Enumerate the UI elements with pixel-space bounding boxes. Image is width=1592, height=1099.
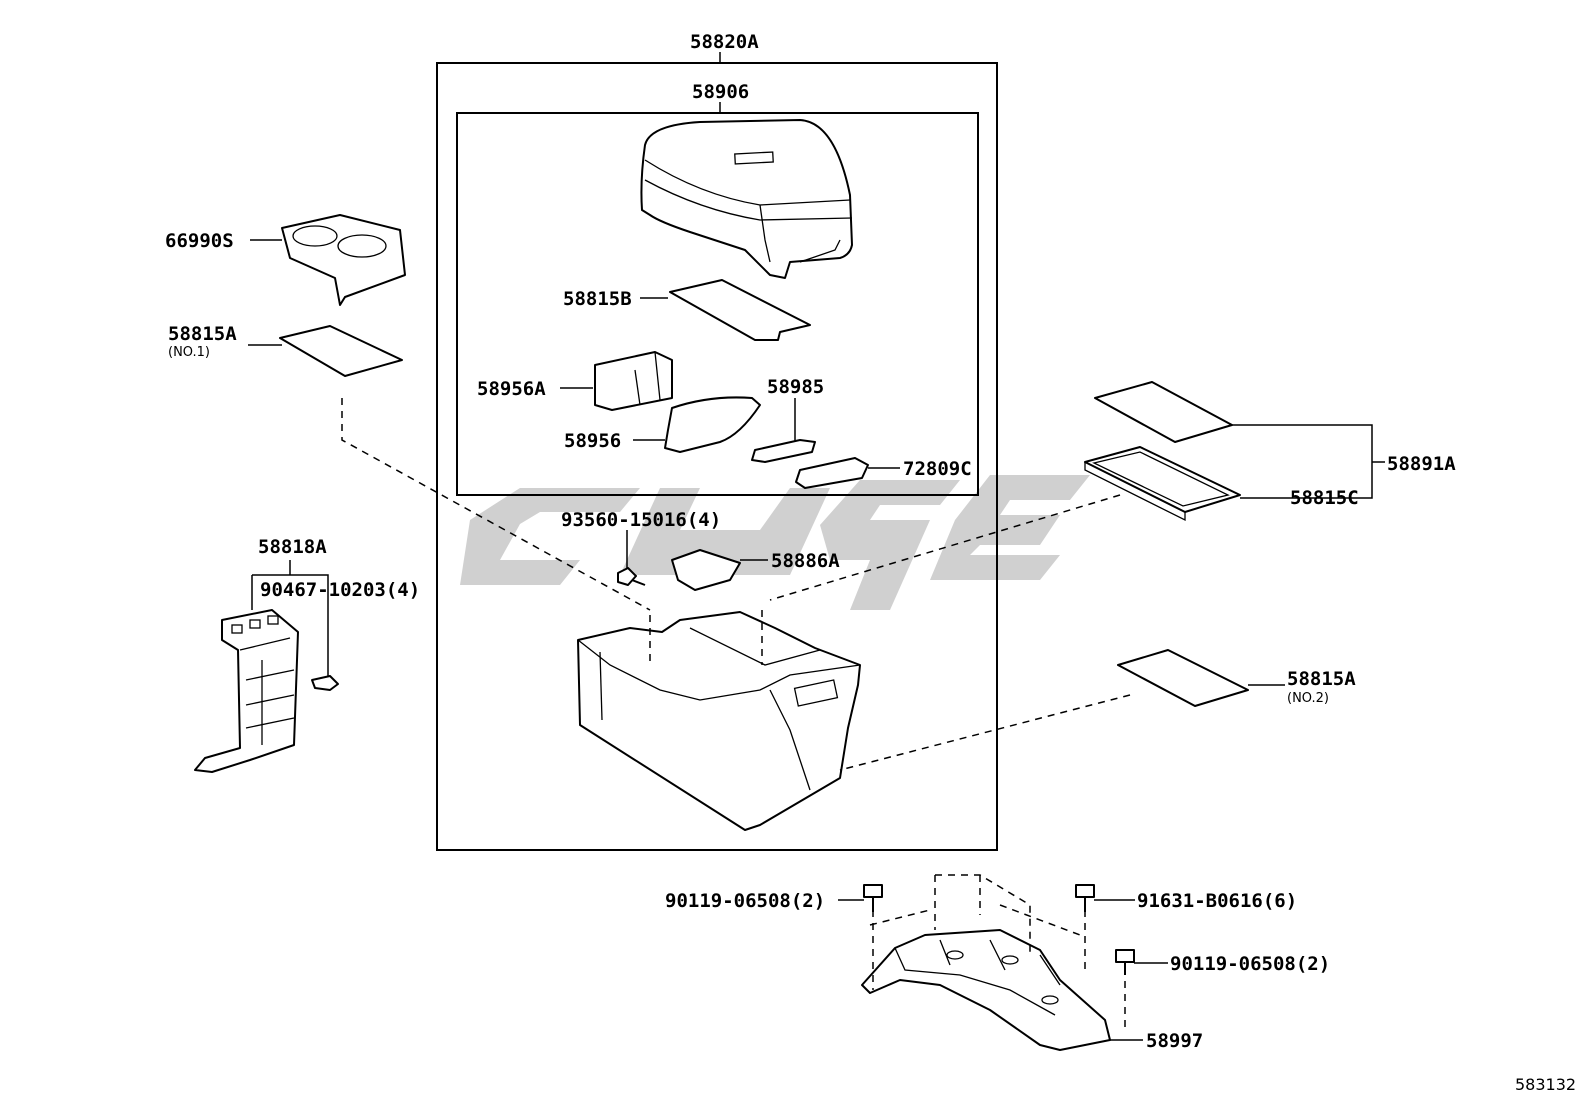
label-66990S: 66990S [165, 230, 234, 252]
assembly-box-58906 [456, 112, 979, 496]
bracket-58818A [194, 609, 299, 773]
label-58815A-no2-note: (NO.2) [1287, 691, 1329, 706]
label-90467-10203: 90467-10203(4) [260, 579, 420, 601]
mat-58815B [669, 279, 811, 341]
label-58815A-no1: 58815A [168, 323, 237, 345]
label-58891A: 58891A [1387, 453, 1456, 475]
label-90119-06508-right: 90119-06508(2) [1170, 953, 1330, 975]
console-body [577, 611, 861, 831]
bolt-91631 [1075, 884, 1095, 912]
label-90119-06508-left: 90119-06508(2) [665, 890, 825, 912]
label-58886A: 58886A [771, 550, 840, 572]
assembly-box-58820A [436, 62, 998, 851]
label-58997: 58997 [1146, 1030, 1203, 1052]
label-58820A: 58820A [690, 31, 759, 53]
tray-58891A [1094, 381, 1233, 443]
label-58818A: 58818A [258, 536, 327, 558]
watermark-logo [460, 475, 1090, 610]
tray-58815C [1084, 446, 1241, 522]
bolt-90119-right [1115, 949, 1135, 975]
screw-93560 [617, 567, 646, 586]
label-58815B: 58815B [563, 288, 632, 310]
mat-58815A-no2 [1117, 649, 1249, 707]
label-58815A-no2: 58815A [1287, 668, 1356, 690]
label-58956A: 58956A [477, 378, 546, 400]
bolt-90119-left [863, 884, 883, 912]
box-58886A [671, 549, 741, 591]
diagram-code: 583132 [1515, 1075, 1576, 1094]
knob-72809C [795, 457, 869, 489]
label-58815A-no1-note: (NO.1) [168, 345, 210, 360]
label-58815C: 58815C [1290, 487, 1359, 509]
cup-holder-66990S [281, 214, 406, 306]
pad-58956 [664, 396, 761, 453]
label-72809C: 72809C [903, 458, 972, 480]
clip-90467 [311, 675, 339, 691]
label-91631-B0616: 91631-B0616(6) [1137, 890, 1297, 912]
bracket-58997 [861, 929, 1111, 1051]
mat-58815A-no1 [279, 325, 403, 377]
armrest-lid-part [640, 119, 853, 279]
label-93560-15016: 93560-15016(4) [561, 509, 721, 531]
label-58985: 58985 [767, 376, 824, 398]
label-58906: 58906 [692, 81, 749, 103]
label-58956: 58956 [564, 430, 621, 452]
clip-58985 [751, 439, 816, 463]
pad-58956A [594, 351, 673, 411]
